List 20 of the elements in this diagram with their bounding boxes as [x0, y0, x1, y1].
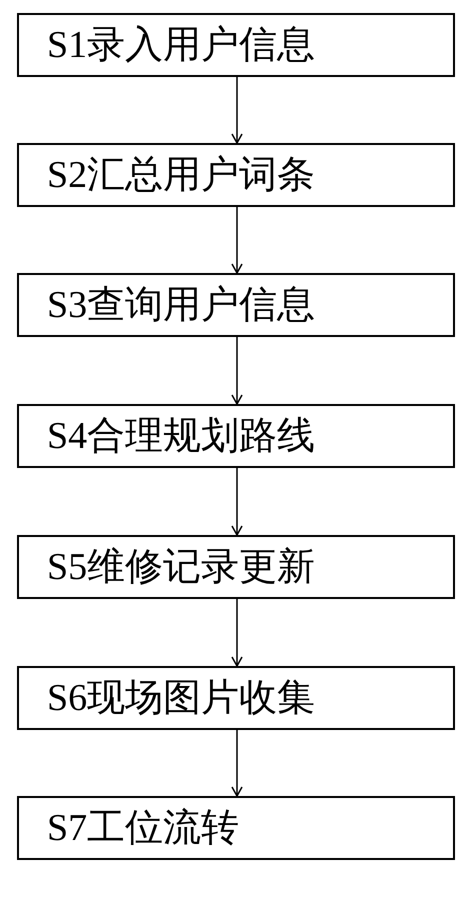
process-box: [17, 273, 455, 337]
process-box: [17, 143, 455, 207]
arrow: [231, 599, 243, 667]
step-label: S1录入用户信息: [47, 26, 316, 64]
process-box: [17, 666, 455, 730]
arrow: [231, 207, 243, 274]
arrow: [231, 468, 243, 536]
arrow: [231, 730, 243, 797]
step-label: S7工位流转: [47, 809, 240, 847]
step-label: S4合理规划路线: [47, 417, 316, 455]
step-label: S3查询用户信息: [47, 286, 316, 324]
step-label: S2汇总用户词条: [47, 156, 316, 194]
process-box: [17, 404, 455, 468]
arrow: [231, 337, 243, 405]
process-box: [17, 796, 455, 860]
process-box: [17, 535, 455, 599]
process-box: [17, 13, 455, 77]
arrow: [231, 77, 243, 144]
step-label: S5维修记录更新: [47, 548, 316, 586]
step-label: S6现场图片收集: [47, 679, 316, 717]
